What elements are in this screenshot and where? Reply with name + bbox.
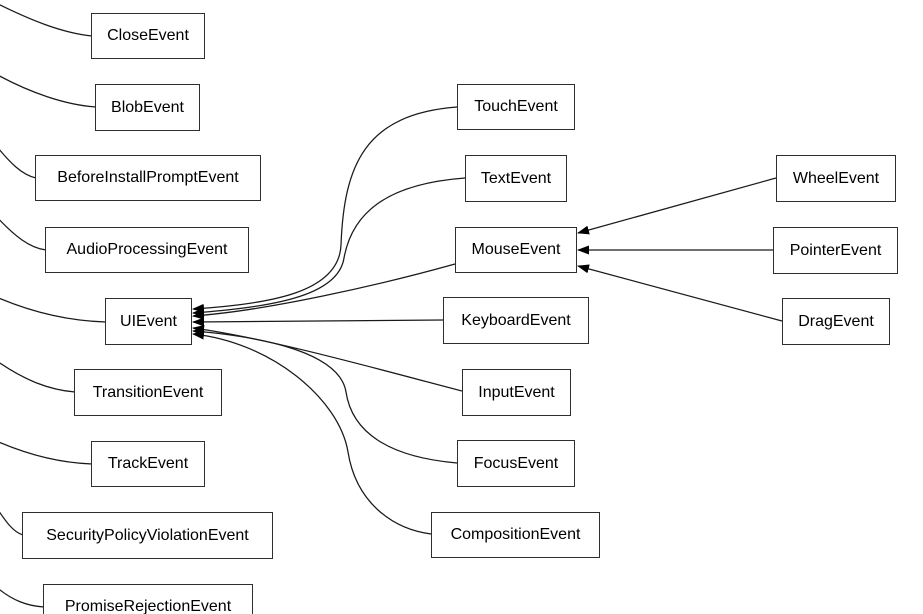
node-label: TextEvent [480,169,552,187]
node-label: UIEvent [120,312,177,330]
node-pointerevent: PointerEvent [773,227,898,274]
node-touchevent: TouchEvent [457,84,575,130]
edge-wheelevent-mouseevent [577,177,777,235]
node-label: FocusEvent [473,454,559,472]
node-audioprocessingevent: AudioProcessingEvent [45,227,249,273]
node-label: SecurityPolicyViolationEvent [46,526,249,544]
node-label: CloseEvent [107,27,189,44]
node-mouseevent: MouseEvent [455,227,577,273]
node-label: CompositionEvent [450,526,581,543]
node-label: DragEvent [798,312,874,330]
node-label: PromiseRejectionEvent [64,598,232,614]
node-trackevent: TrackEvent [91,441,205,487]
node-label: BeforeInstallPromptEvent [57,169,239,186]
node-label: TouchEvent [474,98,558,115]
node-label: KeyboardEvent [461,311,571,329]
edge-closeevent-offscreen [0,4,93,37]
edge-focusevent-uievent [192,327,458,464]
node-label: TrackEvent [107,455,189,472]
edge-trackevent-offscreen [0,441,93,465]
edge-transitionevent-offscreen [0,362,76,393]
edge-touchevent-uievent [192,106,458,313]
edge-mouseevent-uievent [192,263,456,320]
node-beforeinstallpromptevent: BeforeInstallPromptEvent [35,155,261,201]
edge-dragevent-mouseevent [577,264,783,322]
edge-inputevent-uievent [192,324,463,392]
node-focusevent: FocusEvent [457,440,575,487]
node-label: InputEvent [478,383,555,401]
node-closeevent: CloseEvent [91,13,205,59]
node-label: BlobEvent [111,98,184,116]
node-label: WheelEvent [792,169,880,187]
node-label: PointerEvent [789,241,882,259]
edge-promiserejectionevent-offscreen [0,589,45,608]
node-transitionevent: TransitionEvent [74,369,222,416]
node-label: TransitionEvent [92,383,204,401]
edge-compositionevent-uievent [192,330,432,535]
edge-textevent-uievent [192,177,466,317]
node-label: AudioProcessingEvent [66,241,228,258]
node-wheelevent: WheelEvent [776,155,896,202]
node-securitypolicyviolationevent: SecurityPolicyViolationEvent [22,512,273,559]
edge-uievent-offscreen [0,297,107,323]
edge-audioprocessingevent-offscreen [0,219,47,251]
node-uievent: UIEvent [105,298,192,345]
edge-blobevent-offscreen [0,75,97,108]
node-textevent: TextEvent [465,155,567,202]
node-keyboardevent: KeyboardEvent [443,297,589,344]
node-promiserejectionevent: PromiseRejectionEvent [43,584,253,614]
edge-securitypolicyviolationevent-offscreen [0,511,24,536]
edge-beforeinstallpromptevent-offscreen [0,149,37,179]
node-label: MouseEvent [471,241,561,258]
edge-keyboardevent-uievent [192,317,444,327]
node-inputevent: InputEvent [462,369,571,416]
node-compositionevent: CompositionEvent [431,512,600,558]
node-dragevent: DragEvent [782,298,890,345]
node-blobevent: BlobEvent [95,84,200,131]
